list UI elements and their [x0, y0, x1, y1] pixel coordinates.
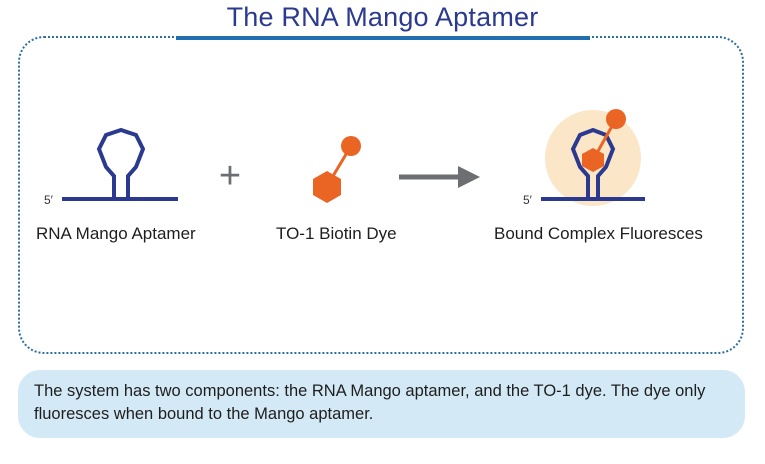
plus-sign: + [219, 155, 241, 197]
bound-complex-icon [541, 109, 645, 206]
dye-label: TO-1 Biotin Dye [276, 224, 397, 243]
to1-dye-icon [313, 136, 361, 203]
page-title: The RNA Mango Aptamer [226, 2, 539, 32]
aptamer-5prime-label: 5′ [44, 193, 54, 207]
arrow-right-icon [399, 166, 480, 188]
title-underline [176, 36, 590, 40]
complex-5prime-label: 5′ [523, 193, 533, 207]
aptamer-label: RNA Mango Aptamer [36, 224, 196, 243]
diagram-panel [18, 36, 744, 354]
complex-label: Bound Complex Fluoresces [494, 224, 703, 243]
rna-aptamer-icon [62, 127, 178, 201]
info-note: The system has two components: the RNA M… [18, 370, 745, 438]
